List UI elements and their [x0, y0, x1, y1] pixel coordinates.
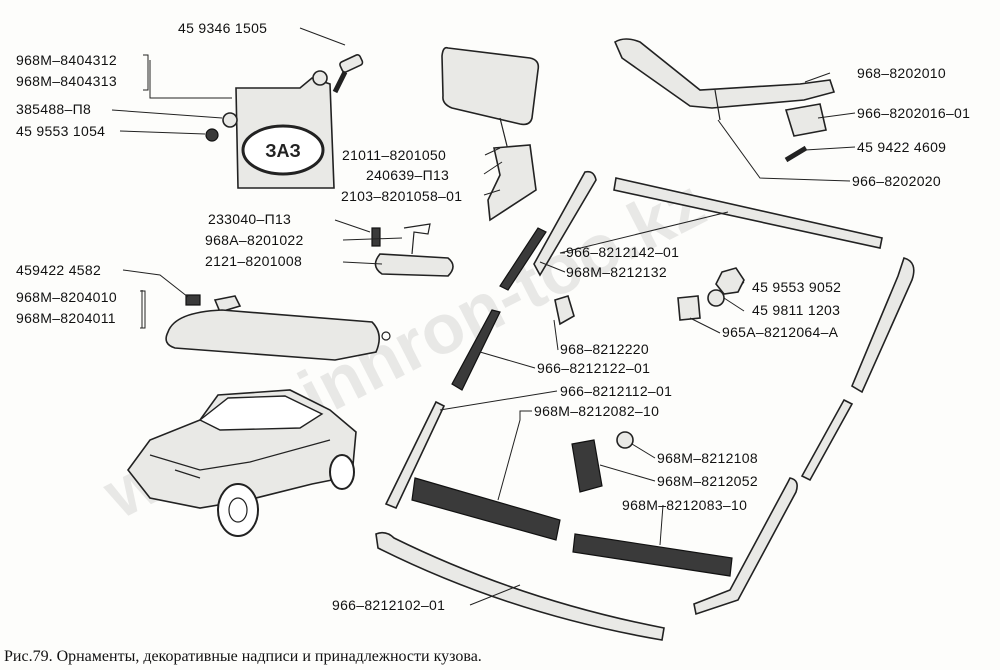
label-966-8202016-01: 966–8202016–01 [857, 105, 970, 121]
label-21011-8201050: 21011–8201050 [342, 147, 446, 163]
label-968m-8212082-10: 968М–8212082–10 [534, 403, 659, 419]
label-968-8212220: 968–8212220 [560, 341, 649, 357]
label-45-9422-4609: 45 9422 4609 [857, 139, 946, 155]
label-240639-p13: 240639–П13 [366, 167, 449, 183]
bracket-part [613, 38, 836, 163]
roof-moulding-part [613, 177, 883, 249]
label-968m-8212132: 968М–8212132 [566, 264, 667, 280]
sill-moulding-part [375, 531, 665, 641]
label-968m-8404312: 968М–8404312 [16, 52, 117, 68]
label-45-9346-1505: 45 9346 1505 [178, 20, 267, 36]
label-968a-8201022: 968А–8201022 [205, 232, 304, 248]
label-brackets [140, 54, 149, 329]
label-968m-8204010: 968М–8204010 [16, 289, 117, 305]
label-966-8212112-01: 966–8212112–01 [560, 383, 672, 399]
interior-mirror-part [371, 223, 454, 277]
screw-part [332, 54, 364, 94]
leader-lines [111, 27, 856, 606]
sun-visor-part [165, 294, 391, 361]
figure-caption: Рис.79. Орнаменты, декоративные надписи … [4, 648, 482, 665]
fastener-parts [616, 267, 745, 449]
label-968m-8212052: 968М–8212052 [657, 473, 758, 489]
label-233040-p13: 233040–П13 [208, 211, 291, 227]
label-45-9811-1203: 45 9811 1203 [752, 302, 840, 318]
label-968m-8212083-10: 968М–8212083–10 [622, 497, 747, 513]
label-968m-8204011: 968М–8204011 [16, 310, 116, 326]
label-966-8212102-01: 966–8212102–01 [332, 597, 445, 613]
label-459422-4582: 459422 4582 [16, 262, 101, 278]
emblem-and-scripts [411, 439, 733, 577]
label-968-8202010: 968–8202010 [857, 65, 946, 81]
label-968m-8212108: 968М–8212108 [657, 450, 758, 466]
label-45-9553-9052: 45 9553 9052 [752, 279, 841, 295]
part-labels: 45 9346 1505 968М–8404312 968М–8404313 3… [16, 20, 970, 613]
right-strip-parts [693, 257, 915, 616]
badge-text: ЗАЗ [265, 141, 301, 161]
label-385488-p8: 385488–П8 [16, 101, 91, 117]
pillar-strip-parts [384, 170, 597, 510]
label-965a-8212064-a: 965А–8212064–А [722, 324, 839, 340]
car-sketch [126, 389, 357, 537]
label-966-8212142-01: 966–8212142–01 [566, 244, 679, 260]
label-966-8202020: 966–8202020 [852, 173, 941, 189]
label-45-9553-1054: 45 9553 1054 [16, 123, 105, 139]
label-968m-8404313: 968М–8404313 [16, 73, 117, 89]
label-2121-8201008: 2121–8201008 [205, 253, 302, 269]
label-966-8212122-01: 966–8212122–01 [537, 360, 650, 376]
label-2103-8201058-01: 2103–8201058–01 [341, 188, 462, 204]
mud-flap-part: ЗАЗ [205, 70, 335, 189]
